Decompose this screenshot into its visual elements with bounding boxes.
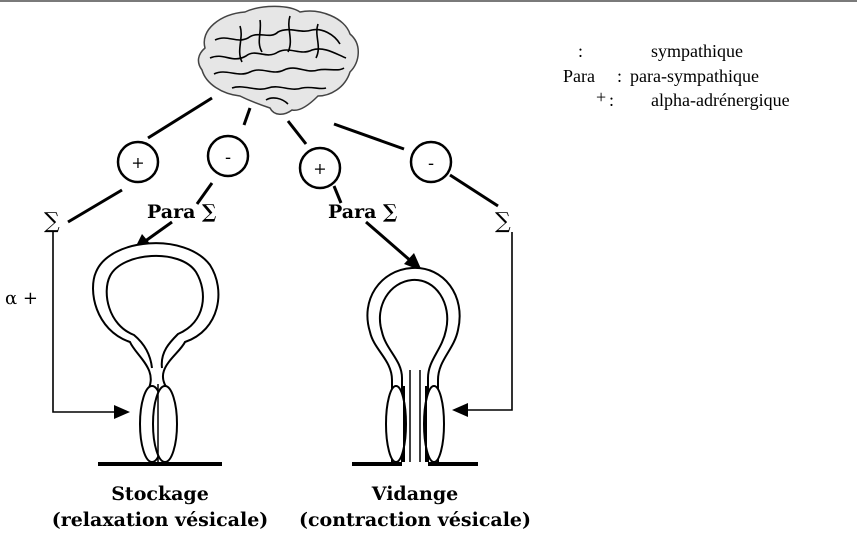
pathway-line	[334, 124, 404, 149]
brain-icon	[198, 6, 358, 114]
voiding-subtitle: (contraction vésicale)	[299, 509, 531, 531]
sigma-label-left: ∑	[44, 209, 60, 234]
legend-separator: :	[617, 66, 622, 86]
minus-node-left: -	[208, 136, 248, 176]
sigma-label-right: ∑	[495, 209, 511, 234]
legend-separator: :	[609, 90, 614, 110]
legend-separator: :	[578, 41, 583, 61]
minus-node-right: -	[411, 142, 451, 182]
arrow-head	[452, 403, 468, 417]
para-sigma-label-right: Para ∑	[328, 201, 397, 223]
para-arrow-left	[144, 222, 172, 242]
para-arrow-right	[366, 222, 412, 262]
pathway-line	[288, 121, 306, 144]
plus-node-right: +	[300, 148, 340, 188]
pathway-line	[148, 98, 212, 138]
minus-sign: -	[428, 153, 434, 174]
bladder-voiding-illustration	[352, 268, 478, 464]
pathway-line	[244, 108, 250, 125]
sympathetic-path-right	[462, 232, 512, 410]
storage-subtitle: (relaxation vésicale)	[52, 509, 269, 531]
plus-node-left: +	[118, 142, 158, 182]
bladder-storage-illustration	[93, 243, 222, 464]
plus-sign: +	[313, 159, 326, 178]
plus-sign: +	[131, 153, 144, 172]
pathway-line	[450, 175, 498, 206]
legend-key: Para	[563, 66, 595, 86]
alpha-plus-label: α +	[5, 288, 38, 309]
minus-sign: -	[225, 147, 231, 168]
legend: : sympathique Para : para-sympathique + …	[563, 41, 790, 110]
legend-key: +	[596, 87, 606, 107]
voiding-title: Vidange	[371, 483, 458, 505]
legend-description: sympathique	[651, 41, 743, 61]
arrow-head	[114, 405, 130, 419]
pathway-line	[68, 190, 122, 222]
legend-description: para-sympathique	[630, 66, 759, 86]
storage-title: Stockage	[111, 483, 209, 505]
para-sigma-label-left: Para ∑	[147, 201, 216, 223]
legend-description: alpha-adrénergique	[651, 90, 790, 110]
